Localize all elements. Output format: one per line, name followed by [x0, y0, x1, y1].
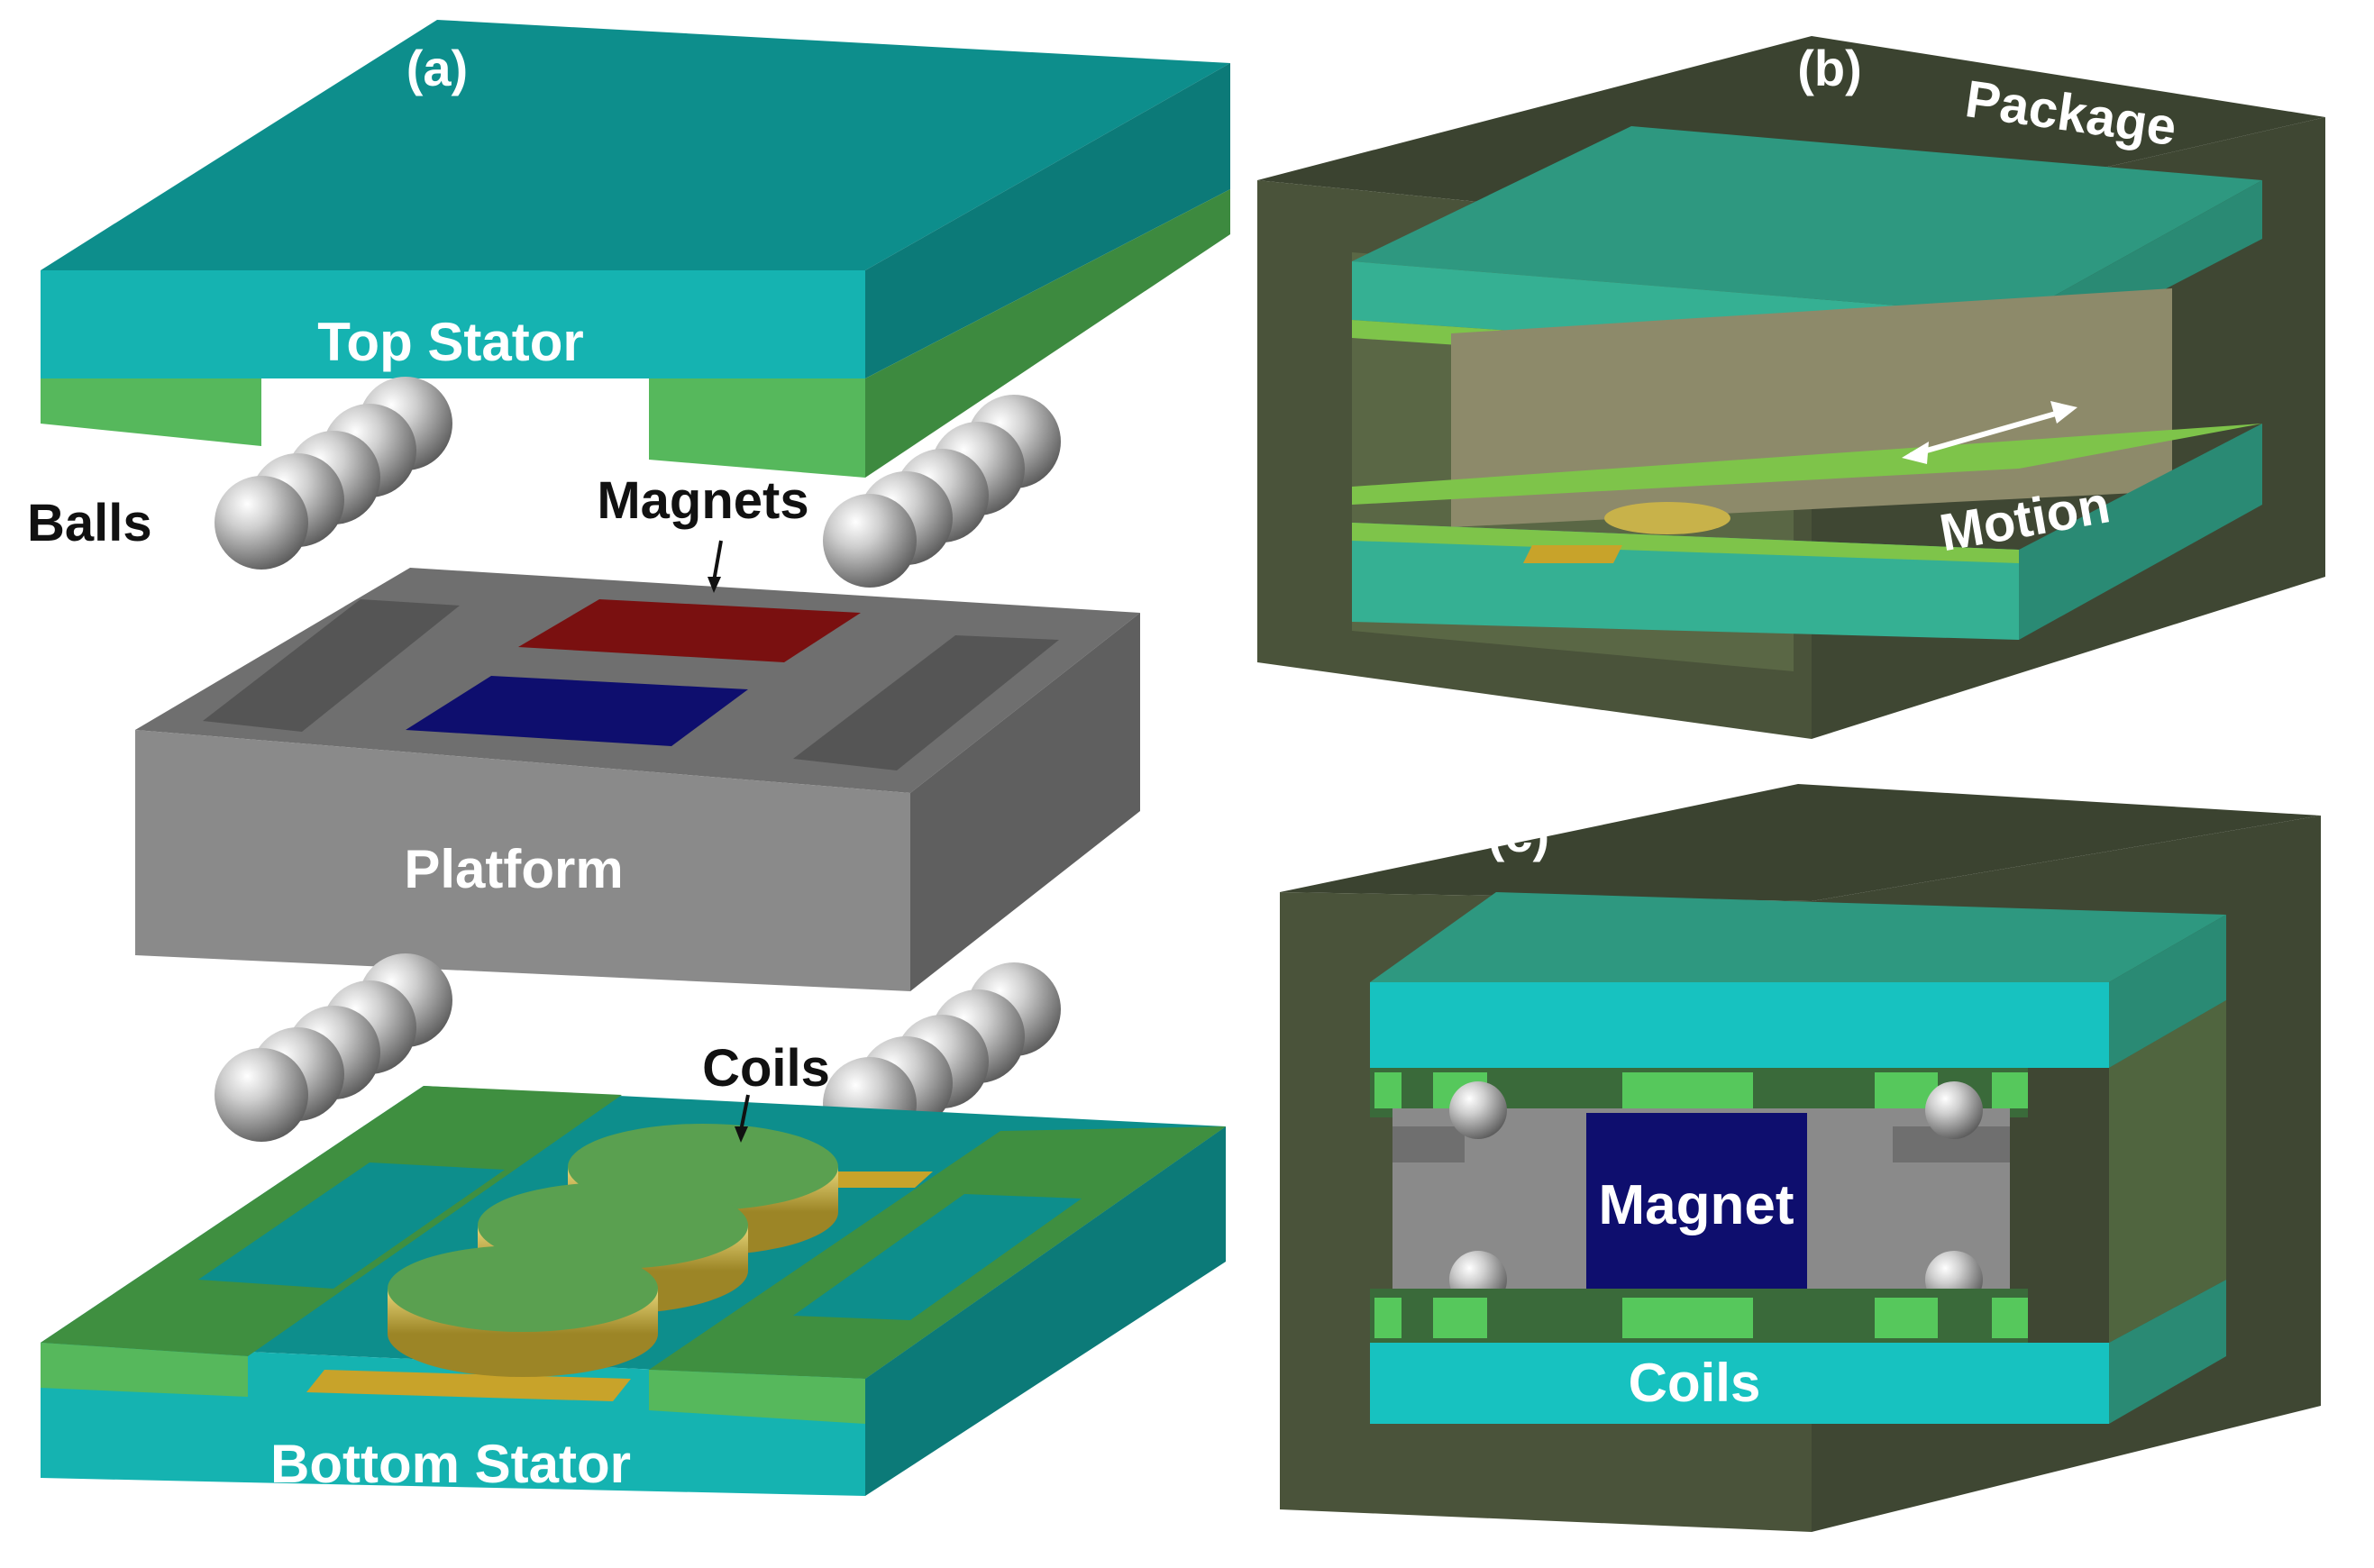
ball-c1: [1449, 1081, 1507, 1139]
magnet-c: [1586, 1113, 1807, 1293]
balls-lower-right: [823, 962, 1061, 1151]
label-magnet: Magnet: [1599, 1174, 1794, 1236]
label-balls: Balls: [27, 494, 152, 552]
panel-b: (b) Package Motion: [1257, 36, 2325, 739]
label-coils-a: Coils: [702, 1039, 830, 1098]
ball-c2: [1925, 1081, 1983, 1139]
bottom-stator: [41, 1086, 1226, 1496]
magnet-red: [518, 599, 861, 662]
coil-b: [1604, 502, 1730, 534]
label-coils-c: Coils: [1629, 1353, 1761, 1413]
label-bottom-stator: Bottom Stator: [270, 1434, 631, 1494]
label-top-stator: Top Stator: [317, 312, 584, 372]
panel-a: (a) Top Stator Balls Magnets Platform Co…: [27, 20, 1230, 1496]
label-platform: Platform: [404, 839, 623, 899]
coils: [388, 1124, 838, 1377]
panel-c-tag: (c): [1488, 806, 1549, 862]
platform: [135, 568, 1140, 991]
top-stator-pad-left: [41, 378, 261, 446]
motion-arrow: [1910, 407, 2069, 458]
panel-b-tag: (b): [1797, 40, 1862, 96]
coil-3: [388, 1245, 658, 1377]
trace-1: [306, 1370, 631, 1401]
label-magnets: Magnets: [597, 471, 808, 530]
coils-arrow: [739, 1094, 750, 1132]
panel-a-tag: (a): [406, 40, 468, 96]
panel-c: (c) Magnet Coils: [1280, 784, 2321, 1532]
top-stator-pad-right: [649, 378, 865, 478]
balls-lower-left: [215, 953, 452, 1142]
magnet-blue: [406, 676, 748, 746]
balls-upper-right: [823, 395, 1061, 588]
top-stator: [41, 20, 1230, 478]
magnets-arrow: [712, 540, 723, 582]
balls-upper-left: [215, 377, 452, 570]
